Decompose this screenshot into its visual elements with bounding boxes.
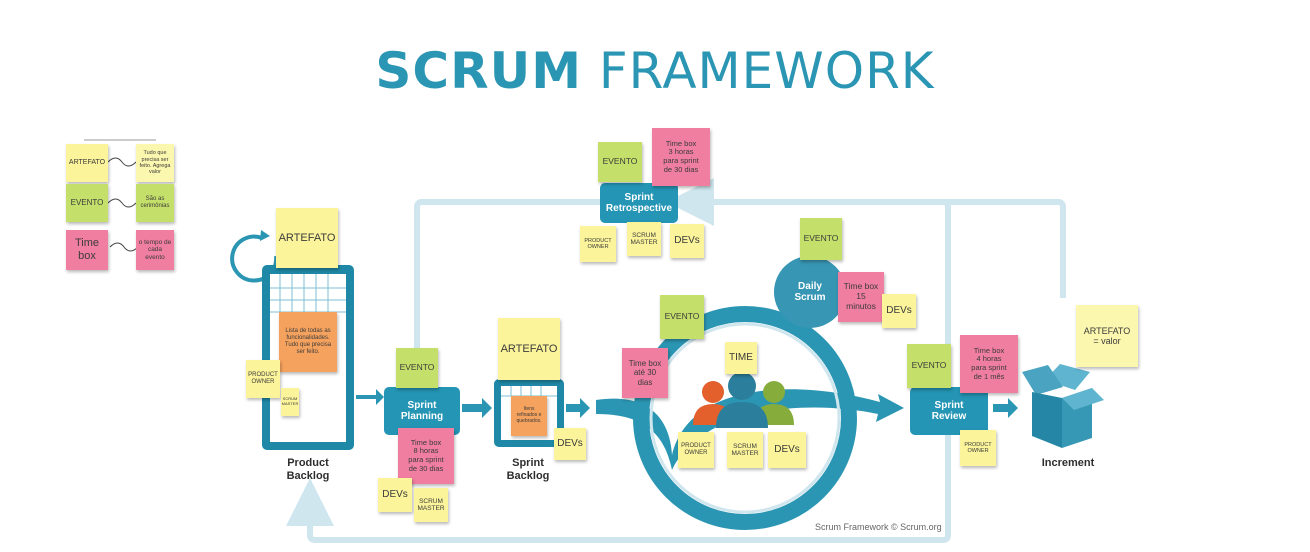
sprint-retrospective-evento-note: EVENTO bbox=[598, 142, 642, 182]
product-backlog-label: Product Backlog bbox=[286, 457, 330, 483]
sprint-review-timebox-note: Time box 4 horas para sprint de 1 mês bbox=[960, 335, 1018, 393]
increment-loop-line bbox=[948, 199, 1066, 298]
sprint-planning-evento-note: EVENTO bbox=[396, 348, 438, 388]
sprint-ring bbox=[633, 306, 857, 530]
arrow-review-to-increment bbox=[993, 398, 1018, 418]
sprint-review-po-note: PRODUCT OWNER bbox=[960, 430, 996, 466]
sprint-backlog-artefato-note: ARTEFATO bbox=[498, 318, 560, 380]
sprint-backlog-devs-note: DEVs bbox=[554, 428, 586, 460]
daily-scrum-label: Daily Scrum bbox=[794, 280, 826, 304]
sprint-planning-block bbox=[384, 387, 460, 435]
sprint-review-label: Sprint Review bbox=[931, 399, 967, 423]
legend-artefato-desc: Tudo que precisa ser feito. Agrega valor bbox=[136, 144, 174, 182]
title-bold: SCRUM bbox=[375, 42, 582, 100]
increment-box-icon bbox=[1022, 364, 1104, 448]
legend-timebox-desc: o tempo de cada evento bbox=[136, 230, 174, 270]
sprint-planning-timebox-note: Time box 8 horas para sprint de 30 dias bbox=[398, 428, 454, 484]
sprint-planning-label: Sprint Planning bbox=[400, 399, 444, 423]
sprint-evento-note: EVENTO bbox=[660, 295, 704, 339]
arrow-backlog-to-planning bbox=[356, 389, 384, 405]
increment-artefato-note: ARTEFATO = valor bbox=[1076, 305, 1138, 367]
arrow-planning-to-sprint-backlog bbox=[462, 398, 492, 418]
sprint-retrospective-label: Sprint Retrospective bbox=[605, 191, 673, 215]
sprint-retrospective-po-note: PRODUCT OWNER bbox=[580, 226, 616, 262]
sprint-review-evento-note: EVENTO bbox=[907, 344, 951, 388]
product-backlog-artefato-note: ARTEFATO bbox=[276, 208, 338, 268]
team-figures bbox=[693, 372, 794, 428]
arrow-sprint-backlog-to-sprint bbox=[566, 398, 590, 418]
sprint-review-block bbox=[910, 387, 988, 435]
return-loop-line bbox=[286, 240, 951, 543]
daily-scrum-evento-note: EVENTO bbox=[800, 218, 842, 260]
sprint-planning-devs-note: DEVs bbox=[378, 478, 412, 512]
sprint-backlog-desc-note: Itens refinados e quebrados. bbox=[511, 396, 547, 436]
daily-scrum-timebox-note: Time box 15 minutos bbox=[838, 272, 884, 322]
daily-scrum-circle bbox=[774, 256, 846, 328]
sprint-retrospective-devs-note: DEVs bbox=[670, 224, 704, 258]
page-title: SCRUM FRAMEWORK bbox=[0, 42, 1310, 100]
sprint-ring-inner bbox=[649, 322, 841, 514]
sprint-devs-note: DEVs bbox=[768, 432, 806, 468]
product-backlog-desc-note: Lista de todas as funcionalidades. Tudo … bbox=[279, 312, 337, 372]
product-backlog-sm-note: SCRUM MASTER bbox=[281, 388, 299, 416]
sprint-retrospective-timebox-note: Time box 3 horas para sprint de 30 dias bbox=[652, 128, 710, 186]
legend-timebox-note: Time box bbox=[66, 230, 108, 270]
legend-connector bbox=[107, 198, 137, 208]
legend-evento-note: EVENTO bbox=[66, 184, 108, 222]
legend-evento-desc: São as cerimônias bbox=[136, 184, 174, 222]
sprint-planning-sm-note: SCRUM MASTER bbox=[414, 488, 448, 522]
credit-text: Scrum Framework © Scrum.org bbox=[815, 522, 942, 532]
sprint-po-note: PRODUCT OWNER bbox=[678, 432, 714, 468]
increment-label: Increment bbox=[1041, 457, 1095, 469]
title-rest: FRAMEWORK bbox=[598, 42, 935, 100]
backlog-refine-arrowhead bbox=[260, 230, 270, 241]
legend-connector bbox=[109, 242, 139, 252]
sprint-backlog-label: Sprint Backlog bbox=[506, 457, 550, 483]
daily-scrum-devs-note: DEVs bbox=[882, 294, 916, 328]
sprint-time-note: TIME bbox=[725, 342, 757, 374]
sprint-retrospective-sm-note: SCRUM MASTER bbox=[627, 222, 661, 256]
product-backlog-po-note: PRODUCT OWNER bbox=[246, 360, 280, 398]
legend-artefato-note: ARTEFATO bbox=[66, 144, 108, 182]
sprint-timebox-note: Time box até 30 dias bbox=[622, 348, 668, 398]
sprint-retrospective-block bbox=[600, 183, 678, 223]
legend-connector bbox=[107, 157, 137, 167]
sprint-sm-note: SCRUM MASTER bbox=[727, 432, 763, 468]
